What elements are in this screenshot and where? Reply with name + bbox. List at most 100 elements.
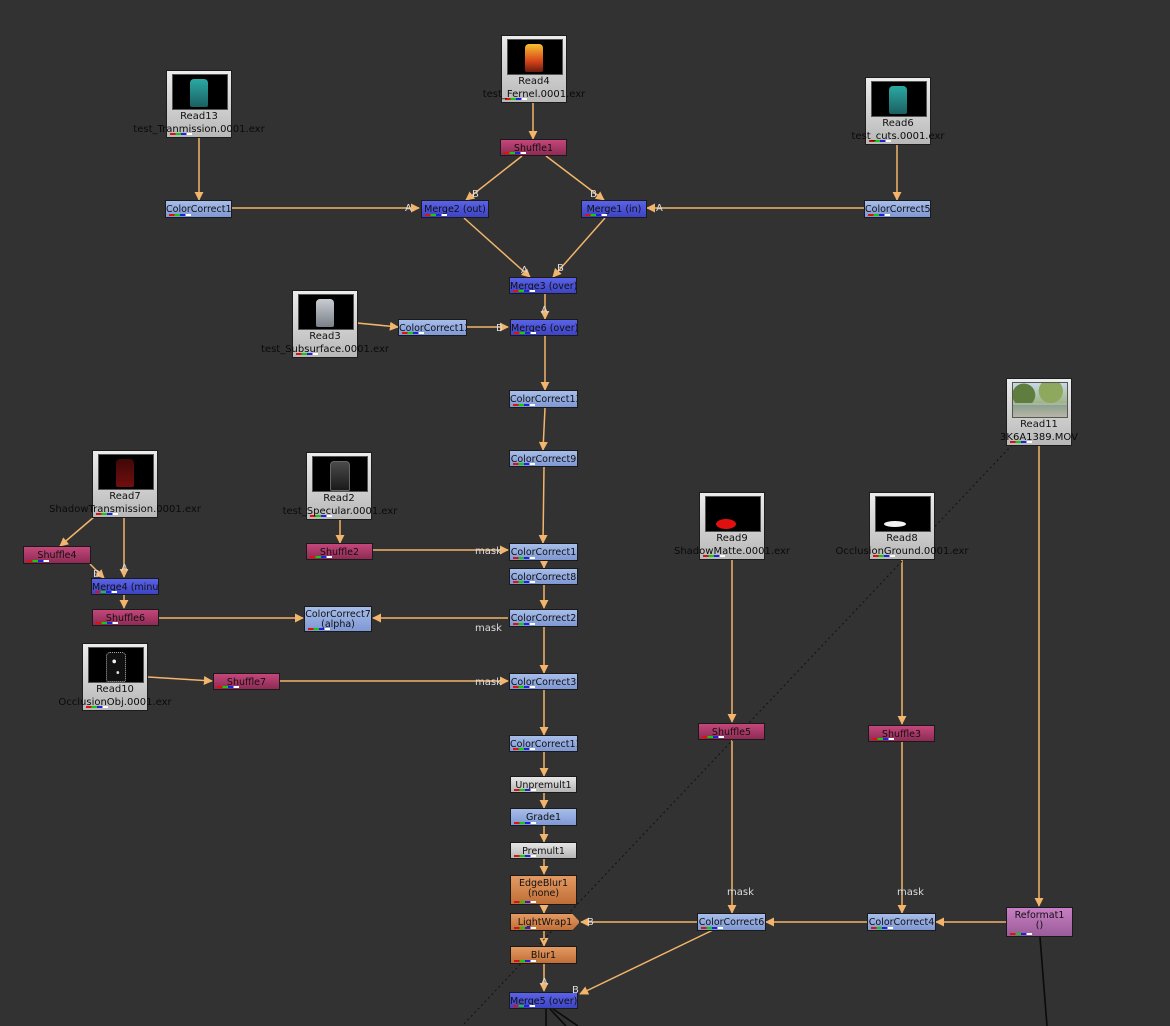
merge4-node[interactable]: Merge4 (minus)	[91, 578, 159, 595]
shuffle3-node[interactable]: Shuffle3	[868, 725, 935, 742]
read9-filename: ShadowMatte.0001.exr	[673, 546, 791, 557]
channel-indicator	[514, 332, 536, 334]
channel-indicator	[703, 555, 725, 557]
colorcorrect10-node[interactable]: ColorCorrect10	[165, 200, 232, 218]
read10-node[interactable]: Read10	[82, 643, 148, 711]
input-label-mask: mask	[727, 887, 754, 898]
channel-indicator	[702, 736, 724, 738]
colorcorrect6-node[interactable]: ColorCorrect6	[697, 913, 766, 931]
colorcorrect8-node[interactable]: ColorCorrect8	[509, 568, 578, 585]
channel-indicator	[425, 214, 447, 216]
channel-indicator	[513, 463, 535, 465]
read11-filename: 3K6A1389.MOV	[1000, 432, 1078, 443]
colorcorrect9-node[interactable]: ColorCorrect9	[509, 450, 578, 467]
read2-node[interactable]: Read2	[306, 452, 372, 520]
node-label: Blur1	[530, 950, 557, 961]
node-label: ColorCorrect11	[510, 739, 578, 750]
merge1-node[interactable]: Merge1 (in)	[581, 200, 647, 218]
read6-filename: test_cuts.0001.exr	[851, 131, 945, 142]
edge	[552, 217, 606, 278]
colorcorrect5-node[interactable]: ColorCorrect5	[864, 200, 931, 218]
channel-indicator	[513, 290, 535, 292]
channel-indicator	[1010, 933, 1032, 935]
node-label: LightWrap1	[517, 917, 573, 928]
colorcorrect1-node[interactable]: ColorCorrect1	[509, 543, 578, 561]
channel-indicator	[1010, 441, 1032, 443]
read11-node[interactable]: Read11	[1006, 378, 1072, 446]
read7-filename: ShadowTransmission.0001.exr	[49, 504, 201, 515]
read4-filename: test_Fernel.0001.exr	[482, 89, 586, 100]
read8-node[interactable]: Read8	[869, 492, 935, 560]
input-label-a: A	[541, 977, 548, 988]
node-label: ColorCorrect3	[510, 677, 577, 688]
edge	[545, 155, 605, 201]
read9-name: Read9	[716, 533, 748, 544]
shuffle1-node[interactable]: Shuffle1	[500, 139, 567, 156]
shuffle7-node[interactable]: Shuffle7	[213, 673, 280, 690]
channel-indicator	[95, 591, 117, 593]
node-label: Merge5 (over)	[510, 996, 578, 1007]
read11-thumbnail	[1012, 382, 1068, 418]
channel-indicator	[869, 140, 891, 142]
output-edge	[1039, 936, 1048, 1026]
edge	[356, 321, 399, 331]
node-label: Merge1 (in)	[586, 204, 642, 215]
channel-indicator	[310, 515, 332, 517]
edgeblur1-node[interactable]: EdgeBlur1(none)	[510, 875, 577, 905]
node-sublabel: (none)	[527, 888, 560, 899]
channel-indicator	[169, 214, 191, 216]
read3-node[interactable]: Read3	[292, 290, 358, 358]
read9-node[interactable]: Read9	[699, 492, 765, 560]
merge2-node[interactable]: Merge2 (out)	[421, 200, 489, 218]
merge5-node[interactable]: Merge5 (over)	[509, 992, 578, 1009]
read6-node[interactable]: Read6	[865, 77, 931, 145]
channel-indicator	[873, 555, 895, 557]
edge	[89, 563, 105, 579]
node-label: ColorCorrect13	[510, 394, 578, 405]
node-label: Shuffle2	[319, 547, 360, 558]
channel-indicator	[27, 560, 49, 562]
read4-node[interactable]: Read4	[501, 35, 567, 103]
grade1-node[interactable]: Grade1	[510, 808, 577, 826]
edge	[538, 466, 548, 544]
node-label: ColorCorrect9	[510, 454, 577, 465]
channel-indicator	[96, 622, 118, 624]
colorcorrect13-node[interactable]: ColorCorrect13	[509, 390, 578, 408]
read7-node[interactable]: Read7	[92, 450, 158, 518]
blur1-node[interactable]: Blur1	[510, 946, 577, 964]
node-label: Shuffle6	[105, 613, 146, 624]
node-label: ColorCorrect6	[698, 917, 765, 928]
read2-filename: test_Specular.0001.exr	[282, 506, 398, 517]
edge	[579, 929, 714, 995]
colorcorrect4-node[interactable]: ColorCorrect4	[867, 913, 936, 931]
colorcorrect2-node[interactable]: ColorCorrect2	[509, 609, 578, 627]
channel-indicator	[514, 855, 536, 857]
channel-indicator	[513, 748, 535, 750]
unpremult1-node[interactable]: Unpremult1	[510, 776, 577, 793]
read4-thumbnail	[507, 39, 563, 75]
shuffle6-node[interactable]: Shuffle6	[92, 609, 159, 626]
read13-node[interactable]: Read13	[166, 70, 232, 138]
shuffle4-node[interactable]: Shuffle4	[23, 546, 91, 564]
shuffle5-node[interactable]: Shuffle5	[698, 723, 765, 740]
channel-indicator	[868, 214, 890, 216]
lightwrap1-node[interactable]: LightWrap1	[510, 913, 580, 931]
merge6-node[interactable]: Merge6 (over)	[510, 319, 578, 336]
colorcorrect11-node[interactable]: ColorCorrect11	[509, 735, 578, 752]
node-label: Reformat1	[1014, 910, 1065, 921]
premult1-node[interactable]: Premult1	[510, 842, 577, 859]
input-label-mask: mask	[475, 546, 502, 557]
node-label: Shuffle3	[881, 729, 922, 740]
colorcorrect12-node[interactable]: ColorCorrect12	[398, 319, 467, 336]
input-label-mask: mask	[475, 677, 502, 688]
channel-indicator	[308, 628, 330, 630]
node-label: ColorCorrect10	[166, 204, 232, 215]
node-label: ColorCorrect8	[510, 572, 577, 583]
read4-name: Read4	[518, 76, 550, 87]
channel-indicator	[296, 353, 318, 355]
merge3-node[interactable]: Merge3 (over)	[509, 277, 577, 294]
colorcorrect3-node[interactable]: ColorCorrect3	[509, 673, 578, 690]
reformat1-node[interactable]: Reformat1()	[1006, 907, 1073, 937]
shuffle2-node[interactable]: Shuffle2	[306, 543, 373, 560]
colorcorrect7-node[interactable]: ColorCorrect7(alpha)	[304, 606, 372, 632]
